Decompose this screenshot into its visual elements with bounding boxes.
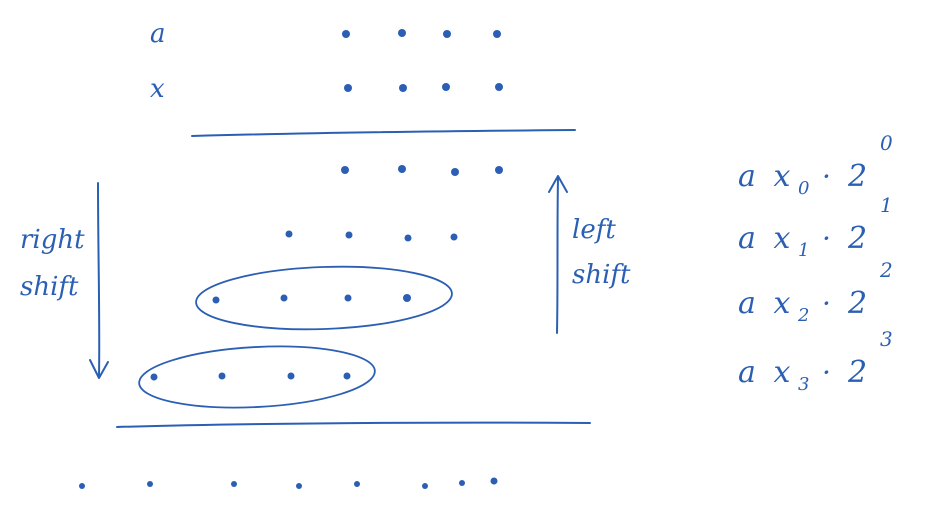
row-label-x: x <box>150 74 165 104</box>
bit-dot <box>345 231 353 239</box>
svg-text:·: · <box>822 160 831 193</box>
bottom-separator-line <box>116 421 591 428</box>
bit-dot <box>399 84 407 92</box>
bit-dot <box>422 483 428 489</box>
row-label-a: a <box>150 19 166 49</box>
left-shift-arrow <box>548 175 568 334</box>
bit-dot <box>287 372 295 380</box>
term-sub: 1 <box>798 240 809 261</box>
bit-dot <box>459 480 465 486</box>
term-exp: 0 <box>880 131 893 155</box>
svg-text:·: · <box>822 222 831 255</box>
bit-dot <box>451 168 459 176</box>
svg-text:a x: a x <box>738 221 790 256</box>
partial-product-row-3 <box>138 345 376 409</box>
svg-text:·: · <box>822 356 831 389</box>
left-shift-label-line2: shift <box>572 260 631 290</box>
right-shift-arrow <box>89 182 109 379</box>
term-3: a x 3 · 2 3 <box>738 327 893 395</box>
term-exp: 1 <box>880 193 893 217</box>
term-var: x <box>773 221 790 256</box>
term-0: a x 0 · 2 0 <box>738 131 893 199</box>
term-coef: a <box>738 355 756 390</box>
bit-dot <box>341 166 349 174</box>
bit-dot <box>212 296 220 304</box>
bit-dot <box>344 84 352 92</box>
bit-dot <box>280 294 288 302</box>
term-base: 2 <box>847 159 867 194</box>
bit-dot <box>490 477 498 485</box>
term-var: x <box>773 355 790 390</box>
row-2-enclosure <box>195 265 453 331</box>
bit-dot <box>398 29 406 37</box>
bit-dot <box>79 483 85 489</box>
term-base: 2 <box>847 286 867 321</box>
partial-product-row-2 <box>195 265 453 331</box>
bit-dot <box>442 83 450 91</box>
term-var: x <box>773 159 790 194</box>
operand-x-bits <box>344 83 503 92</box>
bit-dot <box>147 481 153 487</box>
term-sub: 0 <box>798 178 809 199</box>
right-shift-label-line2: shift <box>20 272 79 302</box>
svg-text:a x: a x <box>738 355 790 390</box>
row-3-enclosure <box>138 345 376 409</box>
bit-dot <box>296 483 302 489</box>
svg-text:·: · <box>822 287 831 320</box>
term-1: a x 1 · 2 1 <box>738 193 893 261</box>
bit-dot <box>493 30 501 38</box>
bit-dot <box>354 481 360 487</box>
result-bits <box>79 477 498 489</box>
svg-text:a x: a x <box>738 159 790 194</box>
term-var: x <box>773 286 790 321</box>
term-coef: a <box>738 159 756 194</box>
bit-dot <box>231 481 237 487</box>
right-shift-label-line1: right <box>20 225 85 255</box>
bit-dot <box>343 372 351 380</box>
bit-dot <box>285 230 293 238</box>
svg-text:a x: a x <box>738 286 790 321</box>
bit-dot <box>403 294 411 302</box>
left-shift-label-line1: left <box>572 215 616 245</box>
bit-dot <box>443 30 451 38</box>
term-sub: 2 <box>797 305 809 326</box>
bit-dot <box>398 165 406 173</box>
operand-a-bits <box>342 29 501 38</box>
bit-dot <box>495 166 503 174</box>
term-base: 2 <box>847 221 867 256</box>
partial-product-row-0 <box>341 165 503 176</box>
term-sub: 3 <box>798 374 809 395</box>
bit-dot <box>342 30 350 38</box>
bit-dot <box>344 294 352 302</box>
partial-product-row-1 <box>285 230 458 242</box>
term-2: a x 2 · 2 2 <box>738 258 893 326</box>
bit-dot <box>150 373 158 381</box>
bit-dot <box>404 234 412 242</box>
bit-dot <box>218 372 226 380</box>
term-base: 2 <box>847 355 867 390</box>
bit-dot <box>450 233 458 241</box>
term-coef: a <box>738 286 756 321</box>
top-separator-line <box>191 129 576 137</box>
bit-dot <box>495 83 503 91</box>
term-coef: a <box>738 221 756 256</box>
term-exp: 2 <box>879 258 893 282</box>
term-exp: 3 <box>880 327 893 351</box>
